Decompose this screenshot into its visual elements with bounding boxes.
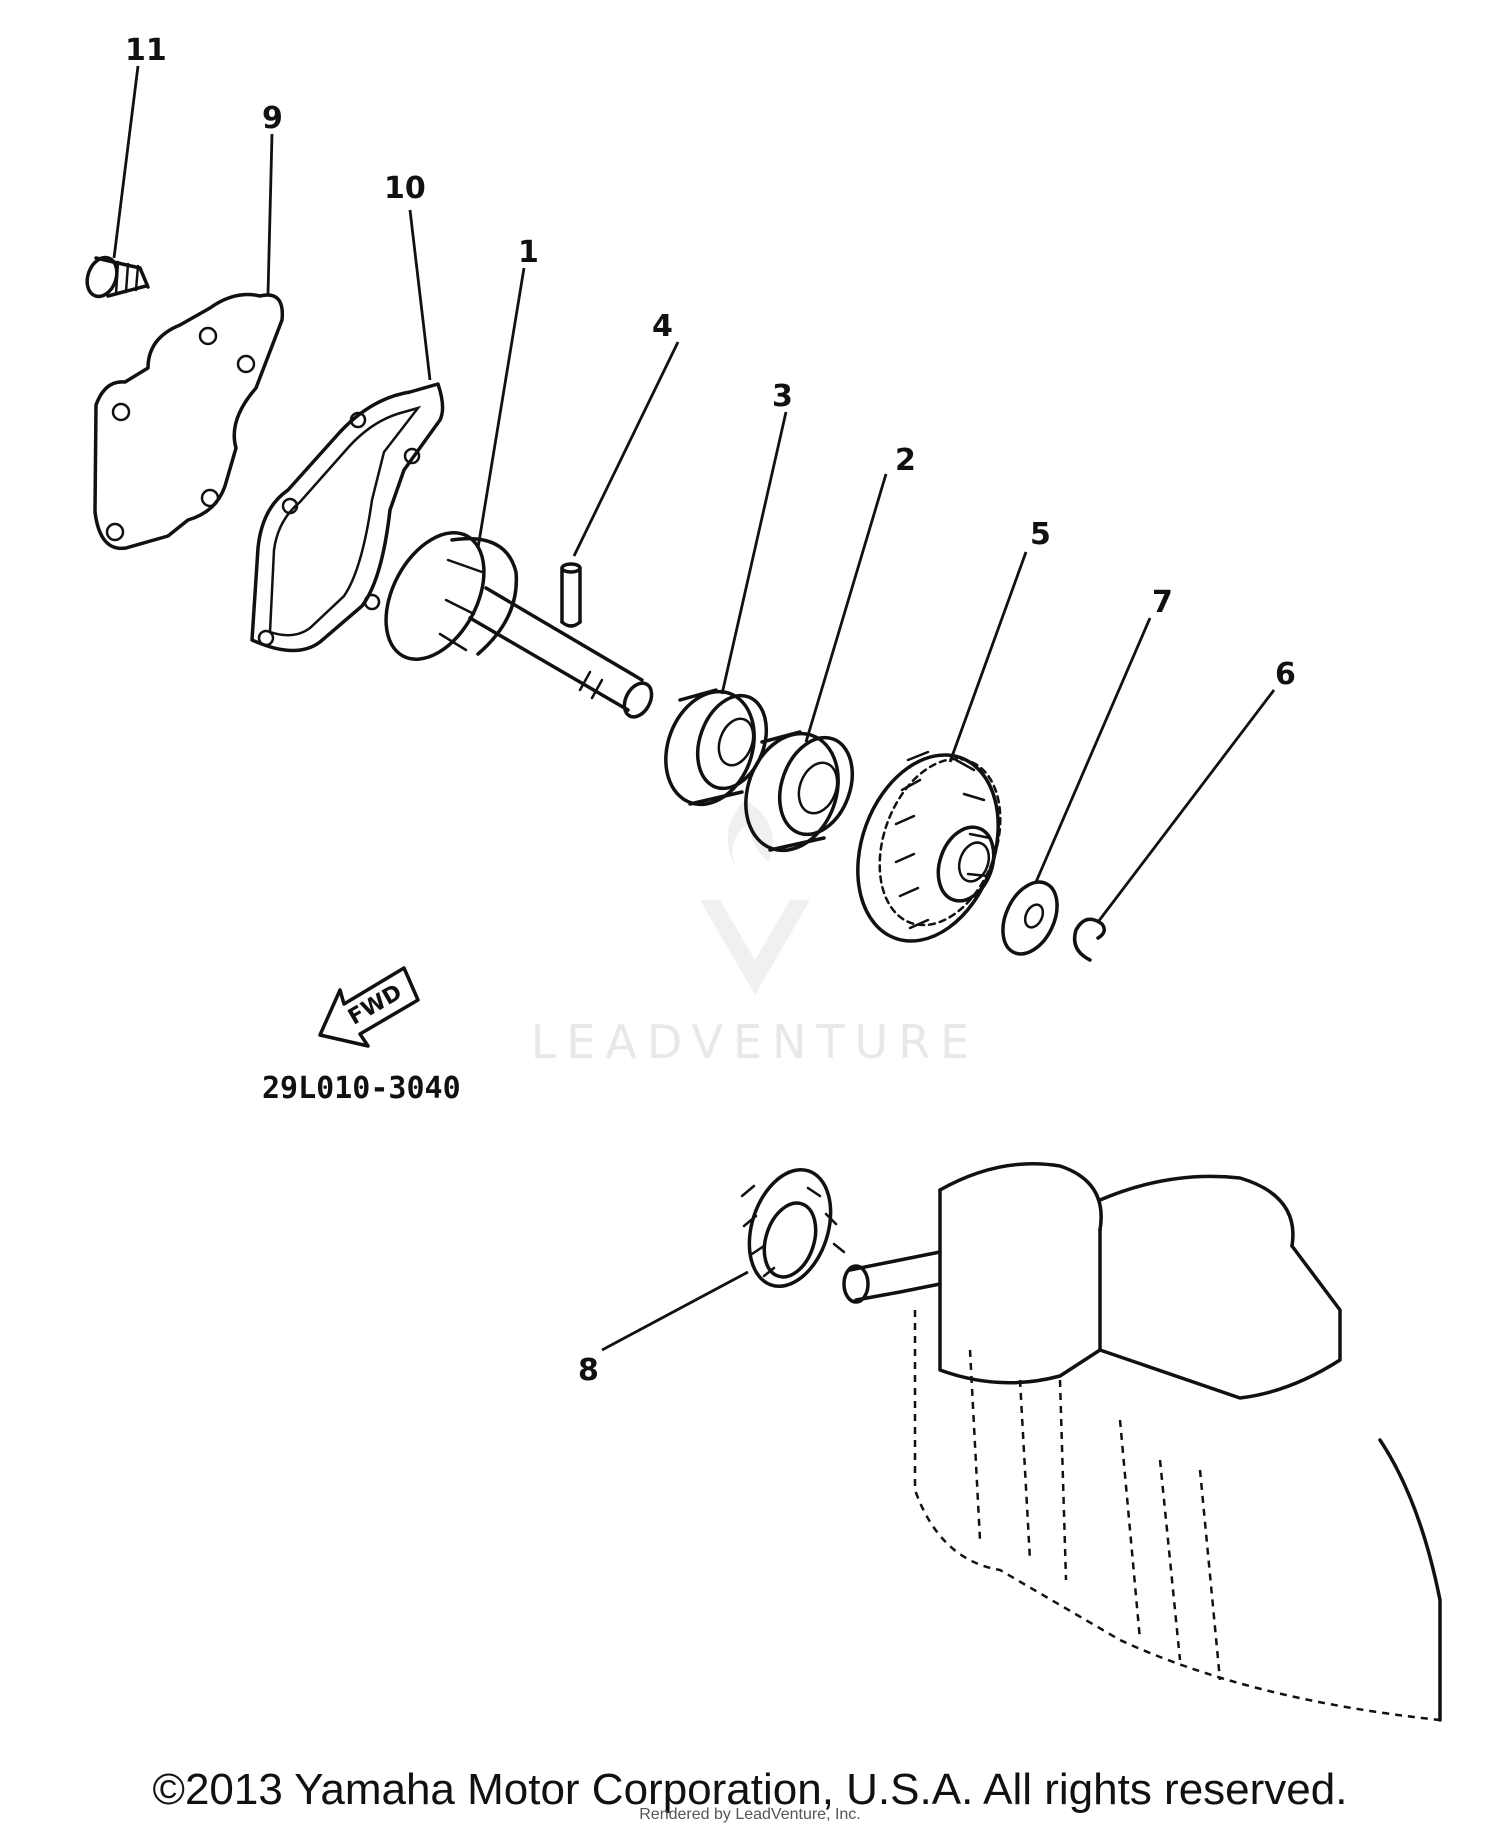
callout-8: 8 <box>578 1353 599 1388</box>
part-9-pump-cover <box>93 292 285 551</box>
leader-lines <box>112 65 1276 1352</box>
callout-labels: 11 9 10 1 4 3 2 5 7 6 8 <box>125 33 1296 1388</box>
part-3-bearing <box>664 688 769 807</box>
callout-2: 2 <box>895 443 916 478</box>
part-1-impeller-shaft <box>384 531 654 719</box>
watermark-text: LEADVENTURE <box>531 1015 980 1069</box>
part-6-clip <box>1072 917 1106 962</box>
watermark: LEADVENTURE <box>531 800 980 1069</box>
rendered-by-credit: Rendered by LeadVenture, Inc. <box>639 1806 861 1823</box>
figure-code: 29L010-3040 <box>262 1071 461 1106</box>
part-4-pin <box>560 562 582 628</box>
part-8-drive-gear <box>740 1167 846 1289</box>
callout-10: 10 <box>384 171 426 206</box>
engine-reference-outline <box>842 1162 1442 1722</box>
fwd-label: FWD <box>344 980 406 1030</box>
part-7-washer <box>1001 880 1059 956</box>
callout-11: 11 <box>125 33 167 68</box>
callout-3: 3 <box>772 379 793 414</box>
part-10-gasket <box>250 382 445 653</box>
callout-9: 9 <box>262 101 283 136</box>
callout-4: 4 <box>652 309 673 344</box>
callout-6: 6 <box>1275 657 1296 692</box>
part-11-bolt <box>85 255 150 299</box>
part-5-gear <box>856 750 1002 943</box>
callout-7: 7 <box>1152 585 1173 620</box>
part-2-bearing <box>744 730 854 853</box>
copyright-notice: ©2013 Yamaha Motor Corporation, U.S.A. A… <box>152 1765 1348 1814</box>
callout-1: 1 <box>518 235 539 270</box>
fwd-arrow: FWD <box>318 966 420 1048</box>
callout-5: 5 <box>1030 517 1051 552</box>
